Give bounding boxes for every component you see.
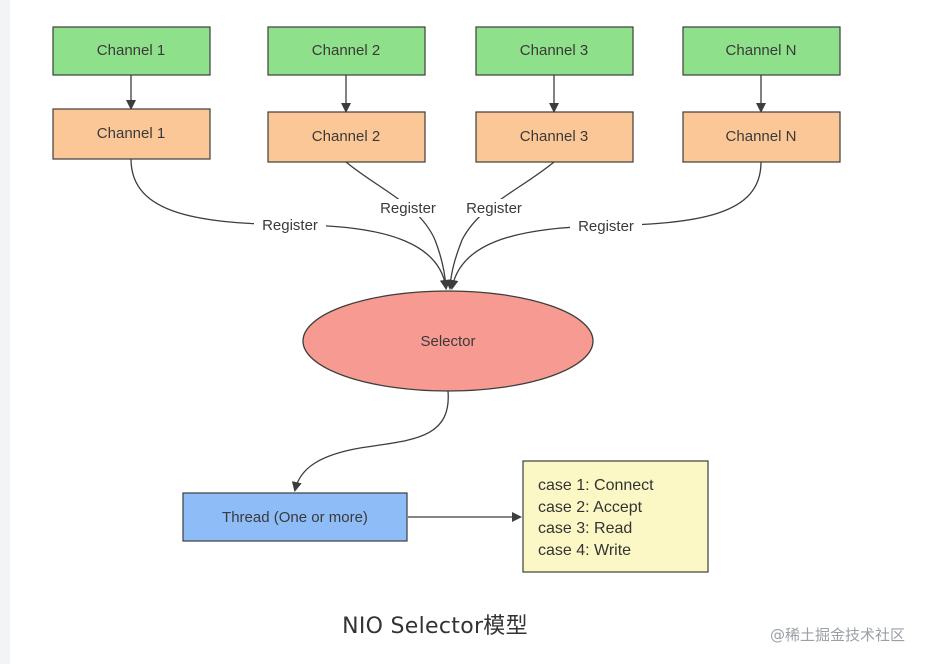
channel-registered-3-label: Channel 3 [520,128,588,145]
channel-top-3-label: Channel 3 [520,42,588,59]
register-label-3: Register [466,200,522,217]
channel-registered-n-label: Channel N [726,128,797,145]
channel-top-n-label: Channel N [726,42,797,59]
selector-node: Selector [302,290,594,392]
register-label-3-group: Register [458,199,530,217]
channel-registered-2-label: Channel 2 [312,128,380,145]
channel-top-2-label: Channel 2 [312,42,380,59]
case-write: case 4: Write [538,542,631,559]
cases-box: case 1: Connect case 2: Accept case 3: R… [522,460,709,573]
thread-node: Thread (One or more) [182,492,408,542]
selector-label: Selector [420,333,475,350]
thread-label: Thread (One or more) [222,509,368,526]
site-watermark: @稀土掘金技术社区 [769,626,905,644]
channel-registered-1: Channel 1 [52,108,211,160]
register-label-2-group: Register [372,199,444,217]
channel-top-3: Channel 3 [475,26,634,76]
register-label-n: Register [578,218,634,235]
case-connect: case 1: Connect [538,477,654,494]
case-read: case 3: Read [538,520,632,537]
register-label-1-group: Register [254,216,326,234]
channel-top-1: Channel 1 [52,26,211,76]
register-label-2: Register [380,200,436,217]
channel-top-n: Channel N [682,26,841,76]
left-margin-strip [0,0,10,664]
register-curve-3 [445,161,555,290]
register-label-1: Register [262,217,318,234]
channel-registered-3: Channel 3 [475,111,634,163]
channel-top-2: Channel 2 [267,26,426,76]
register-label-n-group: Register [570,217,642,235]
diagram-caption: NIO Selector模型 [342,614,528,639]
register-curve-2 [345,161,451,290]
channel-registered-n: Channel N [682,111,841,163]
selector-to-thread-arrow [291,390,449,492]
case-accept: case 2: Accept [538,499,643,516]
channel-registered-1-label: Channel 1 [97,125,165,142]
channel-registered-2: Channel 2 [267,111,426,163]
channel-top-1-label: Channel 1 [97,42,165,59]
